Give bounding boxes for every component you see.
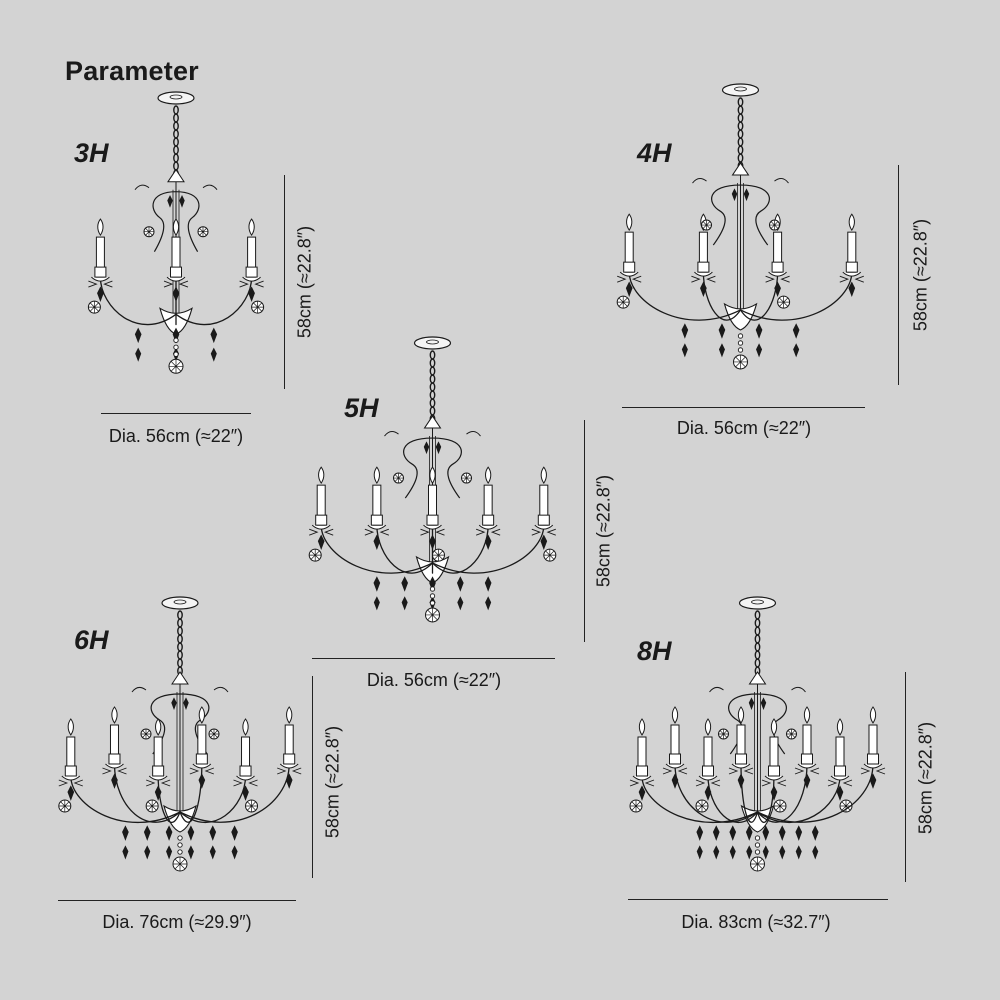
height-dimension-line [905,672,906,882]
height-dimension-line [898,165,899,385]
variant-label: 6H [74,625,109,655]
diameter-label: Dia. 83cm (≈32.7″) [681,912,831,932]
height-dimension-line [584,420,585,642]
chandelier-icon [58,596,302,872]
page-title: Parameter [65,56,199,86]
height-label: 58cm (≈22.8″) [593,474,614,588]
chandelier-icon [308,336,557,623]
diameter-label: Dia. 76cm (≈29.9″) [102,912,252,932]
height-label: 58cm (≈22.8″) [915,721,936,835]
diameter-label: Dia. 56cm (≈22″) [676,418,812,438]
variant-label: 8H [637,636,672,666]
height-dimension-line [284,175,285,389]
height-label: 58cm (≈22.8″) [910,218,931,332]
variant-label: 5H [344,393,379,423]
chandelier-icon [616,83,864,370]
variant-label: 4H [637,138,672,168]
height-label: 58cm (≈22.8″) [294,225,315,339]
height-label: 58cm (≈22.8″) [322,725,343,839]
diameter-dimension-line [628,899,888,900]
diameter-label: Dia. 56cm (≈22″) [108,426,244,446]
diameter-label: Dia. 56cm (≈22″) [366,670,502,690]
height-dimension-line [312,676,313,878]
diameter-dimension-line [58,900,296,901]
diameter-dimension-line [622,407,865,408]
variant-label: 3H [74,138,109,168]
diameter-dimension-line [312,658,555,659]
chandelier-icon [629,596,886,872]
chandelier-icon [87,91,265,374]
diameter-dimension-line [101,413,251,414]
